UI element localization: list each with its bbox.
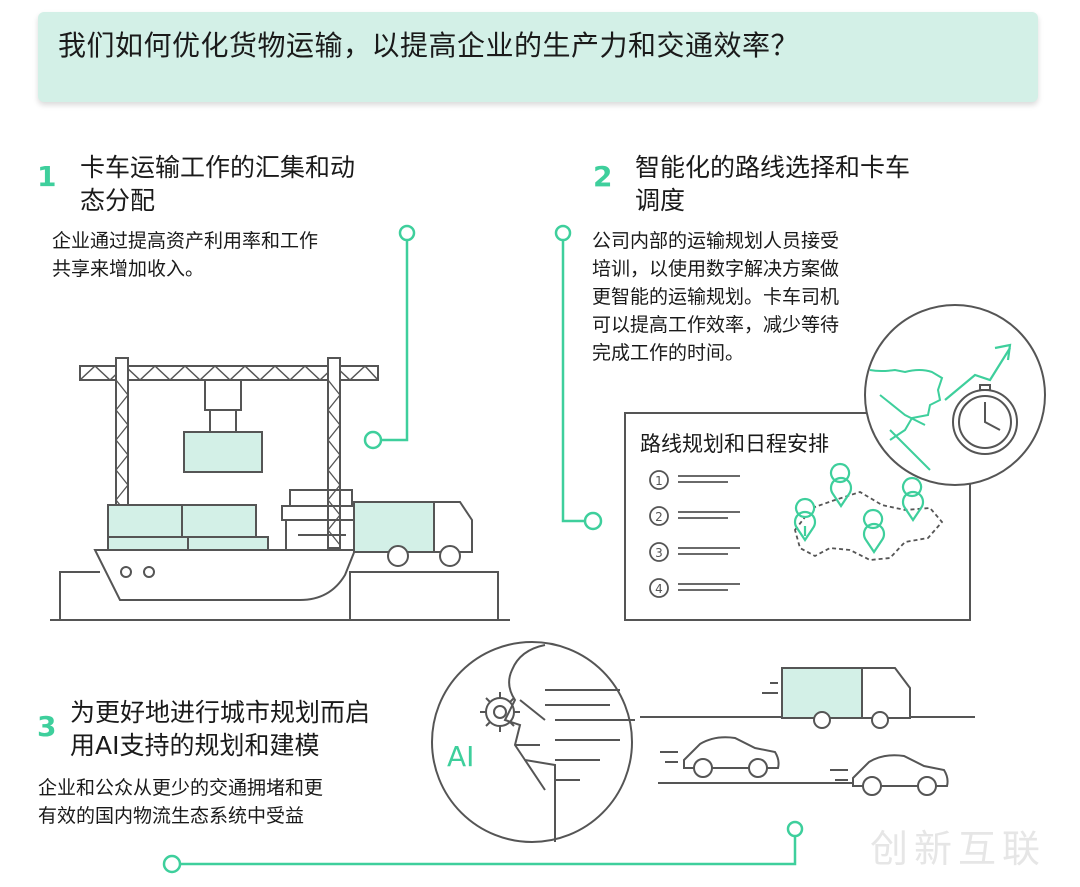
section-2-desc-line-3: 更智能的运输规划。卡车司机	[592, 286, 840, 308]
section-2-desc-line-4: 可以提高工作效率，减少等待	[592, 314, 840, 336]
efficiency-circle-illustration	[864, 304, 1046, 486]
port-crane-ship-illustration	[50, 357, 510, 621]
ai-label: AI	[447, 740, 475, 773]
car-icon-2	[830, 754, 949, 796]
section-3-desc-line-2: 有效的国内物流生态系统中受益	[38, 805, 305, 827]
map-with-location-pins	[793, 462, 944, 561]
section-2-desc-line-5: 完成工作的时间。	[592, 342, 745, 364]
route-step-1: 1	[655, 474, 663, 488]
gear-icon	[480, 692, 520, 732]
section-1-desc-line-1: 企业通过提高资产利用率和工作	[52, 230, 319, 252]
route-steps-list	[649, 470, 740, 598]
section-2-desc-line-1: 公司内部的运输规划人员接受	[592, 230, 840, 252]
car-icon-1	[660, 736, 780, 778]
location-pin-icons	[793, 476, 925, 554]
connector-line-3	[162, 820, 804, 874]
title-banner	[38, 12, 1038, 102]
section-1-number: 1	[37, 160, 57, 193]
route-step-2: 2	[655, 510, 663, 524]
page-title: 我们如何优化货物运输，以提高企业的生产力和交通效率？	[58, 29, 800, 62]
section-3-number: 3	[37, 710, 57, 743]
clock-icon	[952, 384, 1018, 455]
section-2-heading-line-2: 调度	[635, 186, 686, 215]
truck-icon	[762, 667, 911, 729]
section-1-heading-line-2: 态分配	[80, 186, 156, 215]
route-step-4: 4	[655, 582, 663, 596]
section-3-heading-line-2: 用AI支持的规划和建模	[70, 731, 320, 760]
route-panel-title: 路线规划和日程安排	[640, 432, 829, 456]
connector-line-1	[363, 224, 416, 450]
ai-head-illustration	[431, 641, 635, 843]
section-2-heading-line-1: 智能化的路线选择和卡车	[635, 153, 911, 182]
section-3-heading-line-1: 为更好地进行城市规划而启	[70, 698, 371, 727]
watermark: 创新互联	[870, 827, 1047, 871]
route-step-3: 3	[655, 546, 663, 560]
section-3-desc-line-1: 企业和公众从更少的交通拥堵和更	[38, 777, 324, 799]
section-2-desc-line-2: 培训，以使用数字解决方案做	[592, 258, 840, 280]
section-1-heading-line-1: 卡车运输工作的汇集和动	[80, 153, 356, 182]
section-2-number: 2	[593, 160, 613, 193]
section-1-desc-line-2: 共享来增加收入。	[52, 258, 205, 280]
connector-line-2	[554, 224, 603, 531]
